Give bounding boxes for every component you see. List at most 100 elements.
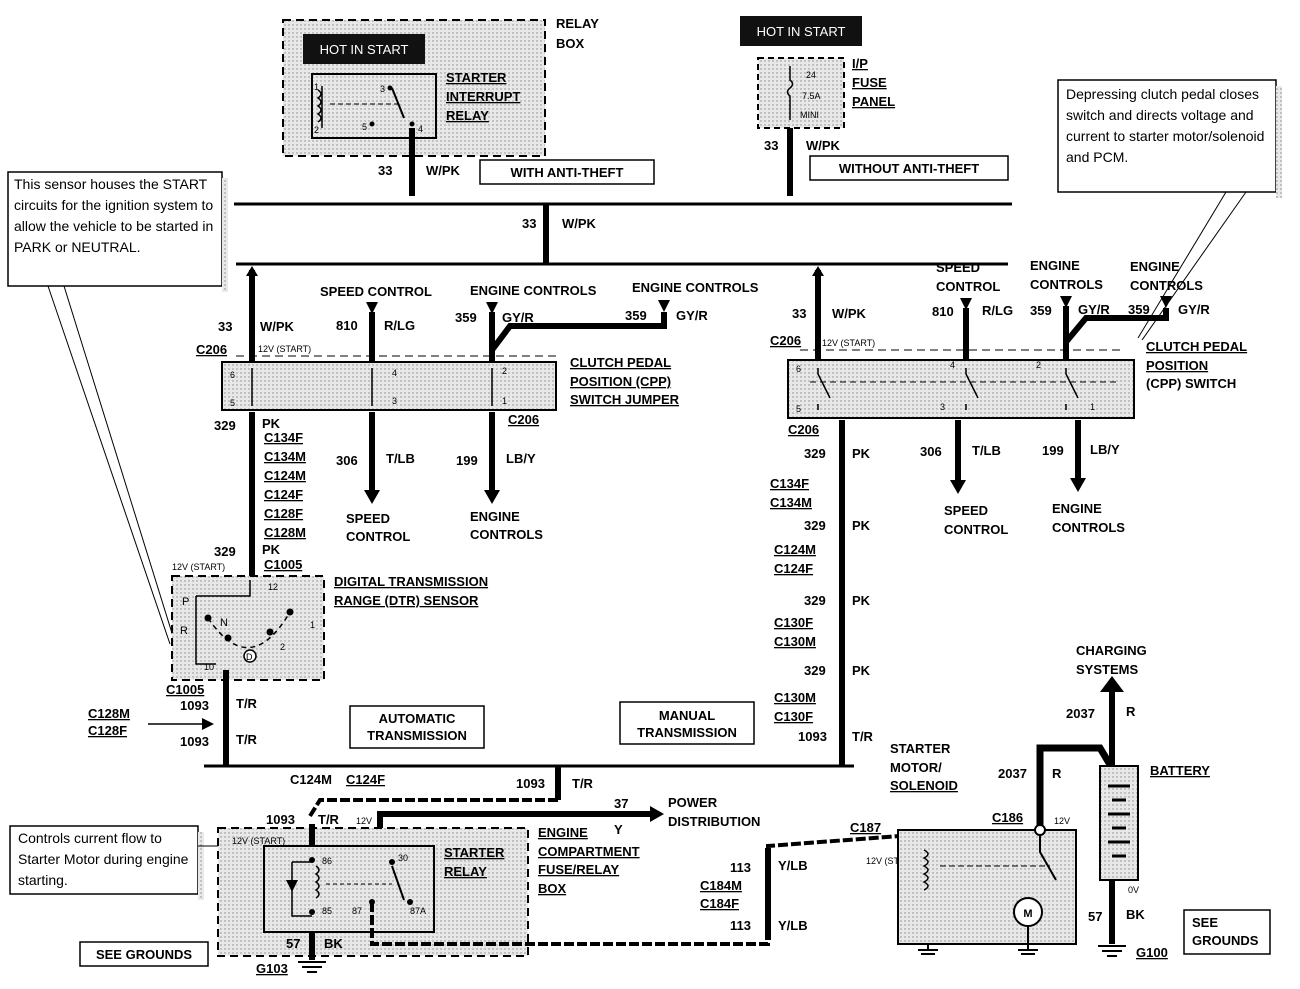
svg-text:CLUTCH PEDAL: CLUTCH PEDAL <box>1146 339 1247 354</box>
svg-text:113: 113 <box>730 860 751 875</box>
starter-relay <box>263 845 435 933</box>
svg-text:G103: G103 <box>256 961 288 976</box>
svg-text:C124M: C124M <box>264 468 306 483</box>
svg-text:1093: 1093 <box>266 812 295 827</box>
svg-text:1: 1 <box>1090 402 1095 412</box>
svg-text:12V (START): 12V (START) <box>258 344 311 354</box>
svg-text:CONTROL: CONTROL <box>346 529 410 544</box>
svg-text:PK: PK <box>852 446 871 461</box>
svg-text:306: 306 <box>336 453 358 468</box>
svg-text:1093: 1093 <box>798 729 827 744</box>
svg-text:33: 33 <box>522 216 536 231</box>
svg-text:STARTER: STARTER <box>444 845 505 860</box>
svg-text:MANUAL: MANUAL <box>659 708 715 723</box>
svg-text:MOTOR/: MOTOR/ <box>890 760 942 775</box>
svg-text:329: 329 <box>214 418 236 433</box>
with-anti-theft-label: WITH ANTI-THEFT <box>511 165 624 180</box>
svg-text:FUSE/RELAY: FUSE/RELAY <box>538 862 619 877</box>
svg-text:329: 329 <box>214 544 236 559</box>
svg-text:C134M: C134M <box>264 449 306 464</box>
svg-text:TRANSMISSION: TRANSMISSION <box>637 725 737 740</box>
svg-text:33: 33 <box>378 163 392 178</box>
svg-text:C134F: C134F <box>264 430 303 445</box>
svg-text:DISTRIBUTION: DISTRIBUTION <box>668 814 760 829</box>
svg-text:3: 3 <box>392 396 397 406</box>
svg-text:RELAY: RELAY <box>444 864 487 879</box>
svg-text:C124M: C124M <box>774 542 816 557</box>
svg-text:2: 2 <box>1036 360 1041 370</box>
svg-text:329: 329 <box>804 663 826 678</box>
svg-text:C130F: C130F <box>774 615 813 630</box>
svg-text:C186: C186 <box>992 810 1023 825</box>
svg-text:LB/Y: LB/Y <box>506 451 536 466</box>
svg-text:POSITION (CPP): POSITION (CPP) <box>570 374 671 389</box>
starter-motor-solenoid: STARTER MOTOR/ SOLENOID C187 12V (START)… <box>850 741 1116 955</box>
svg-text:C184M: C184M <box>700 878 742 893</box>
svg-text:113: 113 <box>730 918 751 933</box>
dtr-sensor: 12V (START) P R N D 2 1 12 10 DIGITAL TR… <box>88 562 488 766</box>
svg-text:PK: PK <box>262 416 281 431</box>
hot-in-start-label: HOT IN START <box>320 42 409 57</box>
svg-text:W/PK: W/PK <box>806 138 841 153</box>
svg-text:2: 2 <box>280 642 285 652</box>
svg-text:N: N <box>220 617 228 629</box>
svg-text:I/P: I/P <box>852 56 868 71</box>
ip-fuse-panel: HOT IN START 24 7.5A MINI I/P FUSE PANEL… <box>740 16 1009 196</box>
svg-text:SWITCH JUMPER: SWITCH JUMPER <box>570 392 680 407</box>
svg-text:C124F: C124F <box>774 561 813 576</box>
svg-text:PK: PK <box>262 542 281 557</box>
svg-text:33: 33 <box>218 319 232 334</box>
svg-text:ENGINE: ENGINE <box>538 825 588 840</box>
svg-text:RELAY: RELAY <box>446 108 489 123</box>
svg-text:12V: 12V <box>1054 816 1070 826</box>
svg-text:PK: PK <box>852 663 871 678</box>
svg-text:86: 86 <box>322 856 332 866</box>
svg-text:W/PK: W/PK <box>562 216 597 231</box>
svg-text:10: 10 <box>204 662 214 672</box>
svg-text:ENGINE CONTROLS: ENGINE CONTROLS <box>632 280 759 295</box>
cpp-switch-jumper-section: 33 W/PK SPEED CONTROL 810 R/LG ENGINE CO… <box>196 266 759 576</box>
svg-text:30: 30 <box>398 853 408 863</box>
svg-text:C206: C206 <box>770 333 801 348</box>
svg-text:CONTROL: CONTROL <box>944 522 1008 537</box>
svg-text:T/R: T/R <box>852 729 874 744</box>
svg-text:199: 199 <box>1042 443 1064 458</box>
svg-text:C134F: C134F <box>770 476 809 491</box>
svg-text:C128M: C128M <box>88 706 130 721</box>
svg-text:INTERRUPT: INTERRUPT <box>446 89 520 104</box>
starter-interrupt-relay <box>311 73 437 139</box>
svg-text:1093: 1093 <box>180 734 209 749</box>
svg-text:P: P <box>182 596 189 608</box>
svg-text:MINI: MINI <box>800 110 819 120</box>
svg-text:PK: PK <box>852 593 871 608</box>
svg-text:C187: C187 <box>850 820 881 835</box>
engine-compartment-fuse-relay-box: C124M C124F 1093 T/R 1093 T/R 12V 37 Y P… <box>79 766 901 976</box>
svg-text:C124M: C124M <box>290 772 332 787</box>
svg-text:5: 5 <box>796 404 801 414</box>
svg-text:C124F: C124F <box>346 772 385 787</box>
cpp-switch-section: 33 W/PK SPEED CONTROL 810 R/LG ENGINE CO… <box>619 258 1247 745</box>
svg-text:T/LB: T/LB <box>386 451 415 466</box>
svg-text:Y/LB: Y/LB <box>778 918 808 933</box>
svg-text:GY/R: GY/R <box>676 308 708 323</box>
svg-text:C130M: C130M <box>774 634 816 649</box>
note-clutch-pedal: Depressing clutch pedal closes switch an… <box>1057 79 1282 341</box>
svg-text:PANEL: PANEL <box>852 94 895 109</box>
splice-bus: 33 W/PK <box>234 202 1012 266</box>
svg-text:3: 3 <box>380 84 385 94</box>
svg-text:GY/R: GY/R <box>502 310 534 325</box>
svg-text:12V (START): 12V (START) <box>866 856 919 866</box>
svg-text:COMPARTMENT: COMPARTMENT <box>538 844 640 859</box>
svg-text:85: 85 <box>322 906 332 916</box>
svg-text:W/PK: W/PK <box>426 163 461 178</box>
svg-text:306: 306 <box>920 444 942 459</box>
svg-text:4: 4 <box>950 360 955 370</box>
svg-text:POWER: POWER <box>668 795 718 810</box>
svg-text:FUSE: FUSE <box>852 75 887 90</box>
svg-text:BATTERY: BATTERY <box>1150 763 1210 778</box>
svg-text:ENGINE: ENGINE <box>1030 258 1080 273</box>
svg-text:C184F: C184F <box>700 896 739 911</box>
svg-text:T/R: T/R <box>236 732 258 747</box>
hot-in-start-label-2: HOT IN START <box>757 24 846 39</box>
